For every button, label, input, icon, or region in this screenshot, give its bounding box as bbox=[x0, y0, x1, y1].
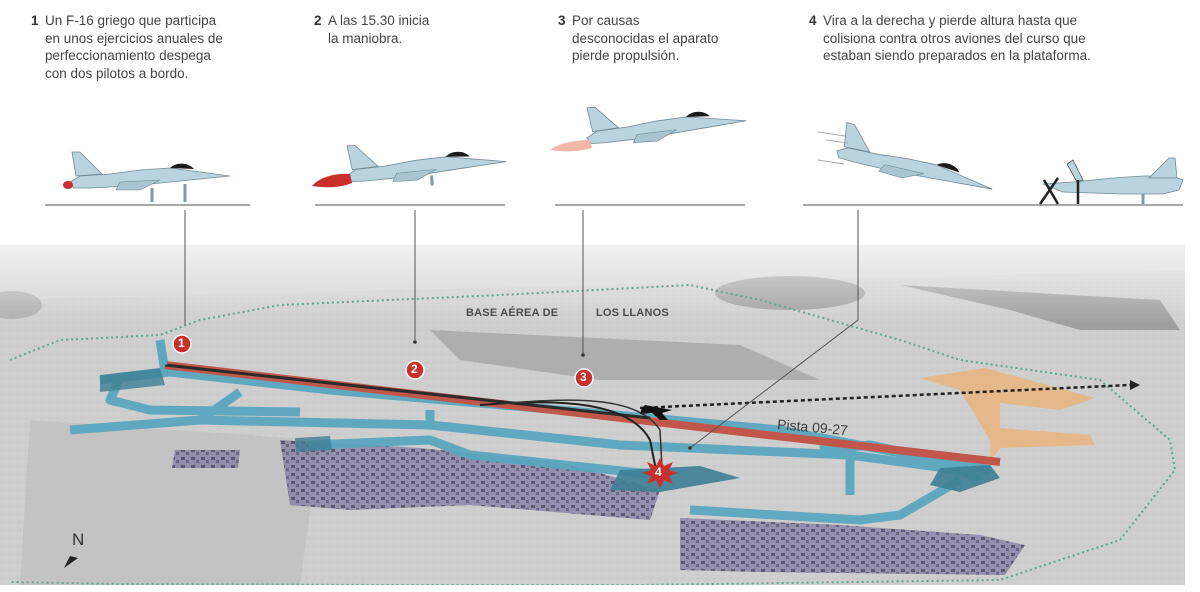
base-label-left: BASE AÉREA DE bbox=[466, 307, 559, 319]
plane-1-icon bbox=[69, 151, 231, 202]
crash-burst-icon bbox=[642, 458, 678, 488]
step-3-text: Por causas desconocidas el aparato pierd… bbox=[572, 13, 719, 63]
step-3-number: 3 bbox=[558, 13, 566, 28]
ladder-icon bbox=[1038, 177, 1080, 205]
step-2-text: A las 15.30 inicia la maniobra. bbox=[328, 13, 430, 46]
marker-2 bbox=[405, 360, 425, 380]
parked-plane-icon bbox=[1042, 157, 1184, 204]
marker-3-label: 3 bbox=[580, 370, 587, 384]
afterburner-2-icon bbox=[312, 173, 352, 188]
plane-3-icon bbox=[584, 100, 748, 147]
step-1: 1 Un F-16 griego que participa en unos e… bbox=[31, 12, 223, 82]
step-3: 3 Por causas desconocidas el aparato pie… bbox=[558, 12, 719, 65]
marker-4-label: 4 bbox=[655, 465, 662, 479]
step-4-number: 4 bbox=[809, 13, 817, 28]
afterburner-1-icon bbox=[63, 181, 73, 189]
north-arrow-icon bbox=[64, 556, 78, 568]
afterburner-3-icon bbox=[550, 140, 592, 152]
ground-line-3 bbox=[555, 204, 745, 206]
ground-line-4 bbox=[803, 204, 1183, 206]
ground-line-1 bbox=[45, 204, 250, 206]
marker-2-label: 2 bbox=[411, 362, 418, 376]
step-1-number: 1 bbox=[31, 13, 39, 28]
plane-2-icon bbox=[344, 137, 508, 186]
plane-silhouette-icon bbox=[640, 405, 672, 420]
ground-line-2 bbox=[315, 204, 505, 206]
plane-illustrations bbox=[63, 100, 1184, 205]
marker-1 bbox=[172, 334, 192, 354]
plane-4-icon bbox=[834, 121, 1000, 204]
speed-line-icon bbox=[817, 131, 846, 137]
marker-1-label: 1 bbox=[178, 336, 185, 350]
step-4: 4 Vira a la derecha y pierde altura hast… bbox=[809, 12, 1091, 65]
north-label: N bbox=[72, 530, 85, 549]
step-2-number: 2 bbox=[314, 13, 322, 28]
step-4-text: Vira a la derecha y pierde altura hasta … bbox=[823, 13, 1091, 63]
step-1-text: Un F-16 griego que participa en unos eje… bbox=[45, 13, 223, 81]
base-label-right: LOS LLANOS bbox=[596, 307, 669, 319]
marker-3 bbox=[574, 368, 594, 388]
step-2: 2 A las 15.30 inicia la maniobra. bbox=[314, 12, 430, 47]
